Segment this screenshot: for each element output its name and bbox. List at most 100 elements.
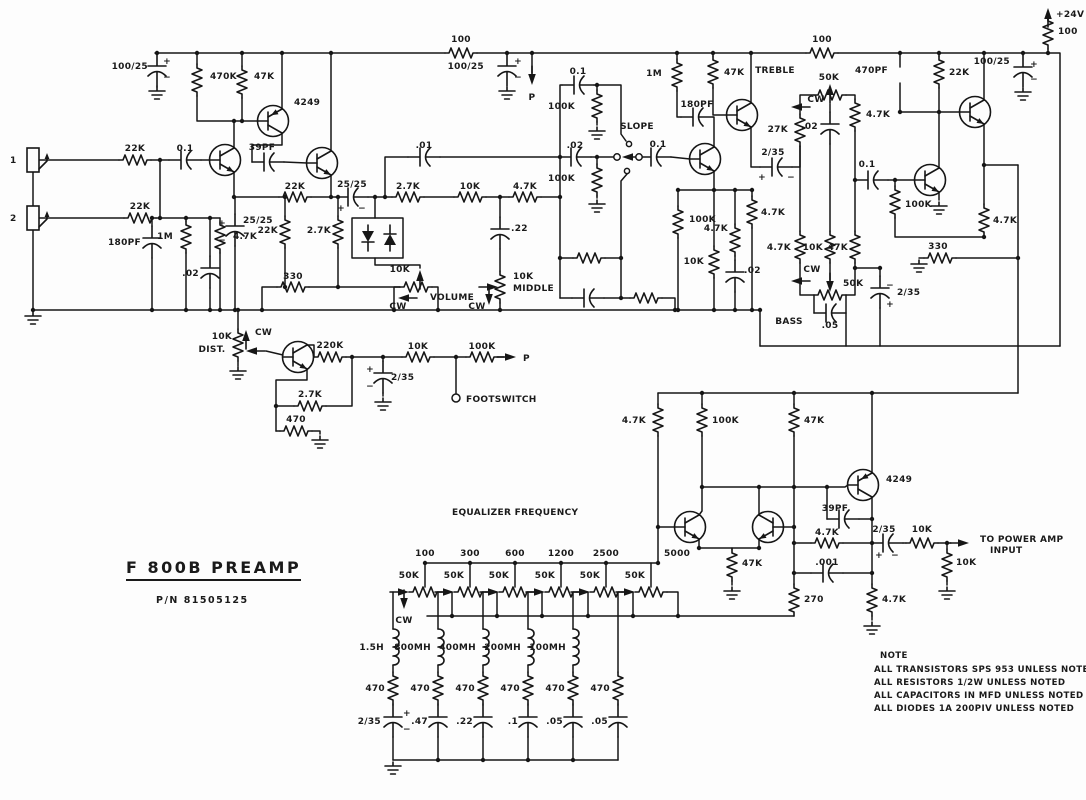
ground-icon [1014,87,1032,101]
junction-dot [512,560,518,566]
component-label: 47K [742,559,763,569]
ground-icon [723,586,741,600]
resistor [444,47,478,59]
resistor [572,252,606,264]
component-label: .001 [815,558,838,568]
component-label: − [403,725,411,735]
arrow-icon [415,269,425,290]
wire [712,116,715,148]
component-label: 50K [489,571,510,581]
capacitor [561,75,595,95]
wire [233,171,280,198]
ground-icon [930,201,948,215]
ground-icon [384,761,402,775]
junction-dot [630,613,636,619]
ground-icon [498,86,516,100]
component-label: 0.1 [859,160,876,170]
resistor [933,55,945,89]
junction-dot [157,157,163,163]
capacitor [490,216,510,250]
component-label: CW [395,616,412,626]
note-block: NOTE ALL TRANSISTORS SPS 953 UNLESS NOTE… [874,650,1086,716]
junction-dot [525,757,531,763]
resistor [696,403,708,437]
wire [374,257,421,269]
arrow-icon [241,329,251,350]
resistor [726,548,738,582]
component-label: 5000 [664,549,690,559]
junction-dot [467,560,473,566]
junction-dot [539,613,545,619]
resistor [652,403,664,437]
component-label: 10K [684,257,705,267]
component-label: + [875,551,883,561]
junction-dot [183,215,189,221]
component-label: 10K [513,272,534,282]
component-label: 10K [390,265,411,275]
component-label: + [514,57,522,67]
junction-dot [869,516,875,522]
component-label: 22K [130,202,151,212]
transistor [846,468,880,502]
capacitor [813,303,847,323]
arrow-icon [245,346,266,356]
wire [845,262,856,296]
component-label: 50K [843,279,864,289]
component-label: INPUT [990,546,1023,556]
resistor [591,89,603,123]
capacitor [142,225,162,259]
resistor [118,154,152,166]
component-label: 4.7K [866,110,891,120]
junction-dot [748,50,754,56]
title-block: F 800B PREAMP P/N 81505125 [126,558,302,606]
junction-dot [749,307,755,313]
component-label: 10K [956,558,977,568]
inductor [572,628,580,666]
wire [306,344,315,358]
component-label: 10K [408,342,429,352]
junction-dot [273,403,279,409]
junction-dot [675,187,681,193]
component-label: 220K [317,341,345,351]
junction-dot [149,307,155,313]
junction-dot [328,50,334,56]
wire [750,126,761,168]
junction-dot [981,162,987,168]
resistor [941,548,953,582]
junction-dot [749,187,755,193]
junction-dot [675,613,681,619]
component-label: 100K [469,342,497,352]
resistor [191,63,203,97]
resistor [387,671,399,705]
junction-dot [239,118,245,124]
transistor [305,146,339,180]
wire [620,173,628,259]
ground-icon [229,366,247,380]
transistor [208,143,242,177]
component-label: 22K [125,144,146,154]
capacitor [200,255,220,289]
junction-dot [756,545,762,551]
junction-dot [349,354,355,360]
junction-dot [756,484,762,490]
component-label: − [218,236,226,246]
component-label: 22K [949,68,970,78]
resistor [508,191,542,203]
resistor [391,191,425,203]
arrow-icon [397,293,418,303]
component-label: .22 [456,717,473,727]
component-label: SLOPE [620,122,654,132]
ground-icon [148,86,166,100]
junction-dot [757,307,763,313]
junction-dot [282,284,288,290]
junction-dot [557,194,563,200]
component-label: 4.7K [815,528,840,538]
junction-dot [791,540,797,546]
arrow-icon [790,276,811,286]
component-label: + [403,709,411,719]
wire [593,84,627,142]
component-label: 10K [912,525,933,535]
component-label: 100/25 [112,62,148,72]
transistor [913,163,947,197]
